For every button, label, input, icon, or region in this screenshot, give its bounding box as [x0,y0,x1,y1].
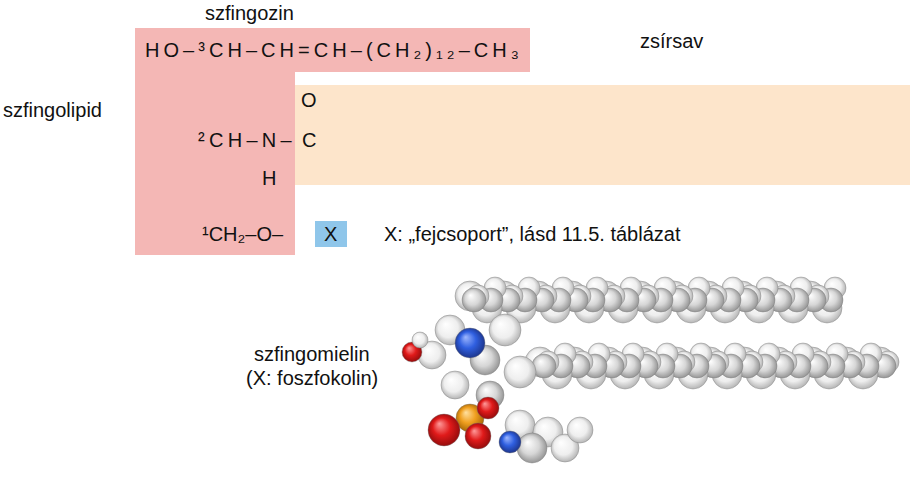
region-label: zsírsav [640,29,703,53]
formula-text: ¹CH₂–O– [202,222,283,246]
atom-sphere [517,433,547,463]
atom-sphere [504,356,536,388]
atom-sphere [412,332,428,348]
atom-sphere [428,414,460,446]
head-group-box: X [315,221,347,247]
note-text: X: „fejcsoport”, lásd 11.5. táblázat [384,222,680,246]
formula-text: HO–³CH–CH=CH–(CH₂)₁₂–CH₃ [145,38,523,62]
atom-sphere [462,288,486,312]
formula-text: H [262,166,276,190]
region-label: szfingozin [205,1,294,25]
model-label: szfingomielin [254,342,370,366]
atom-sphere [477,397,499,419]
atom-sphere [489,314,521,346]
model-label: (X: foszfokolin) [246,366,378,390]
fatty-acid-band: zsírsav [295,85,910,185]
atom-sphere [465,423,491,449]
formula-text: O [301,88,317,112]
atom-sphere [499,431,521,453]
atom-sphere [441,371,469,399]
atom-sphere [567,417,593,443]
atom-sphere [455,328,485,358]
side-label: szfingolipid [3,98,102,122]
formula-text: ²CH–N– [198,128,296,152]
region-shape [295,85,910,185]
region-label: X [324,222,337,246]
formula-text: C [302,128,316,152]
